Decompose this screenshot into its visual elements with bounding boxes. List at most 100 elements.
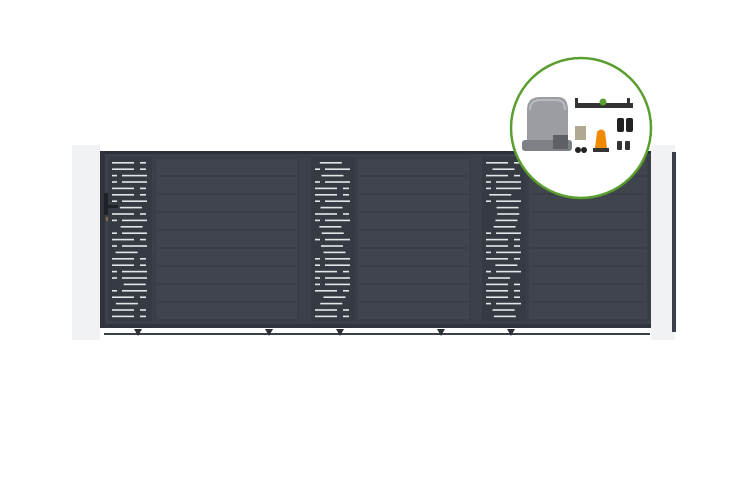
solid-panel [154,157,299,321]
slat [315,270,337,273]
slat [315,315,337,318]
slat [122,181,147,183]
slat [325,168,350,170]
slat [325,264,350,266]
slat [315,283,320,286]
slat [319,162,342,164]
wheel-icon [507,329,515,336]
wheel-icon [437,329,445,336]
slat [315,238,320,241]
slat [122,219,147,222]
slat [112,245,117,247]
slat [343,315,349,318]
slat [489,194,512,196]
slat [492,309,515,311]
slat [497,213,520,215]
slat [323,251,346,254]
slat [315,200,320,202]
slat [486,258,508,260]
slat [514,174,520,177]
slat [496,270,521,273]
slat [315,258,320,260]
slat [112,200,117,202]
slat [315,181,320,183]
slat [112,168,134,170]
slat [343,270,349,273]
slat [122,245,147,247]
slat [496,206,519,209]
slat [315,219,320,222]
slat [325,200,350,202]
slat [486,251,491,254]
slat [140,168,146,170]
slat [496,302,521,305]
slat [122,290,147,292]
slat [321,232,344,234]
slat [495,219,518,222]
slat [493,315,516,318]
slat [319,226,342,228]
rack-icon [575,98,633,108]
slat [325,181,350,183]
slat [112,258,134,260]
wheel-icon [265,329,273,336]
slat [343,309,349,311]
slat [325,219,350,222]
motor-kit-badge [509,56,653,200]
slat [112,162,134,164]
slat [112,219,117,222]
slat [112,187,134,190]
slat [325,283,350,286]
slat [315,168,320,170]
slat [486,290,508,292]
slat [112,232,117,234]
slat [486,283,508,286]
slat [315,213,337,215]
right-pillar [651,145,675,340]
slat [488,277,511,279]
slat [122,200,147,202]
slat [112,181,117,183]
remote-control-icon [617,141,630,150]
slat [495,264,518,266]
slat [123,283,146,286]
slat [140,213,146,215]
slat [514,245,520,247]
slat [315,264,320,266]
slat [486,296,508,298]
slat [140,238,146,241]
photocell-icon [617,118,633,132]
slat [120,226,143,228]
slat [320,302,343,305]
gate-handle-icon[interactable] [104,193,118,221]
slat [315,290,337,292]
wheel-icon [134,329,142,336]
slat [496,200,521,202]
slat [140,162,146,164]
slat [112,315,134,318]
slat [514,283,520,286]
slat [112,264,134,266]
ground-rail [104,333,650,335]
slat [321,245,344,247]
slat [343,187,349,190]
slat [112,270,117,273]
slat [486,270,491,273]
slat [140,296,146,298]
slat [115,302,138,305]
slat [486,238,508,241]
solid-panel [356,157,471,321]
slat [320,206,343,209]
slat [140,315,146,318]
slat [112,194,134,196]
slat [323,296,346,298]
slat [514,296,520,298]
left-pillar [72,145,100,340]
slat [315,187,337,190]
slat [492,168,515,170]
slat [343,213,349,215]
slat [486,181,491,183]
slat [325,238,350,241]
slat [486,187,491,190]
